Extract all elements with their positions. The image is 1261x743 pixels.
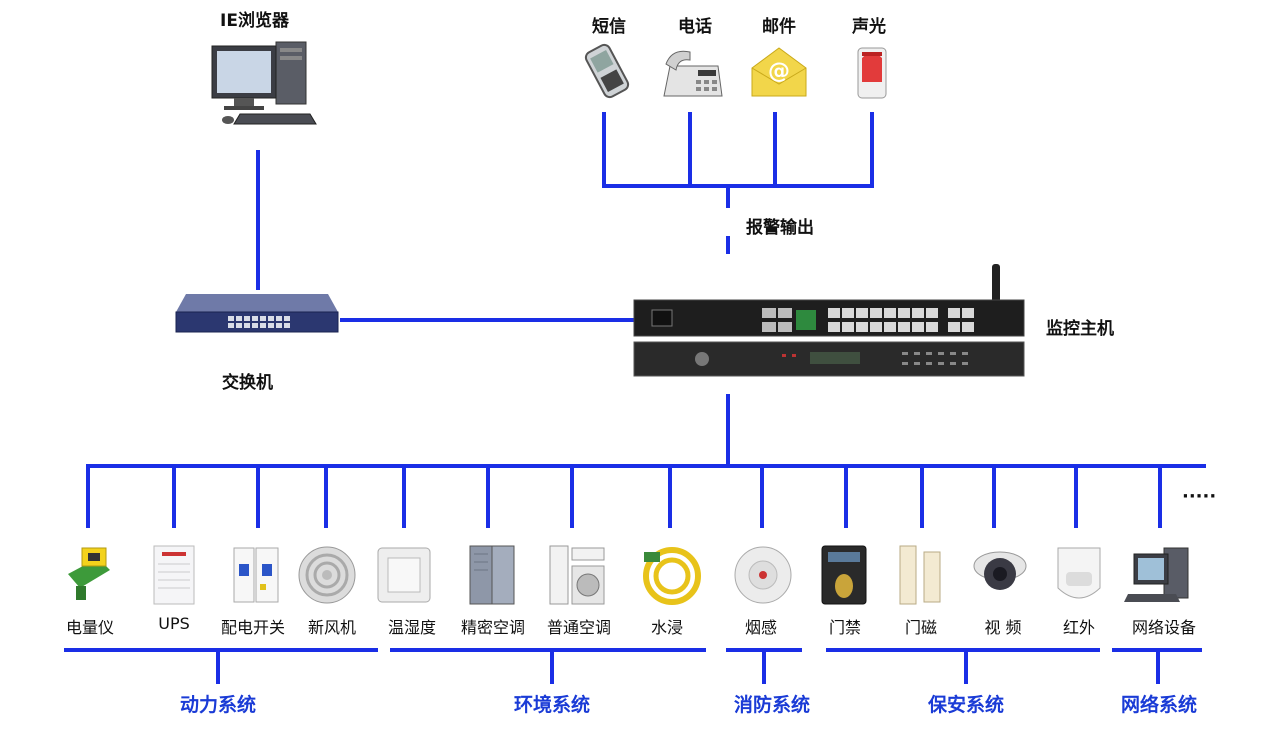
network-switch-icon — [175, 294, 339, 333]
more-devices-ellipsis: ····· — [1182, 486, 1217, 507]
alarm-channel-phone-label: 电话 — [678, 17, 712, 37]
svg-text:@: @ — [768, 59, 790, 84]
power-meter-icon — [68, 547, 110, 600]
device-label-smoke: 烟感 — [744, 618, 777, 637]
ups-icon — [153, 545, 195, 605]
group-label-network: 网络系统 — [1120, 694, 1197, 716]
device-label-circuit-breaker: 配电开关 — [220, 618, 285, 637]
telephone-icon — [663, 50, 723, 97]
water-leak-cable-icon — [643, 547, 701, 605]
group-label-power: 动力系统 — [179, 694, 256, 716]
humidity-sensor-icon — [377, 547, 431, 603]
device-label-door-magnet: 门磁 — [904, 618, 937, 637]
device-label-ups: UPS — [158, 614, 190, 633]
host-label: 监控主机 — [1046, 319, 1114, 339]
camera-icon — [973, 551, 1027, 590]
alarm-channel-sms-label: 短信 — [592, 17, 626, 37]
device-label-power-meter: 电量仪 — [65, 618, 114, 637]
device-label-camera: 视 频 — [984, 618, 1022, 637]
device-label-ordinary-ac: 普通空调 — [546, 618, 611, 637]
smoke-detector-icon — [734, 546, 792, 604]
switch-label: 交换机 — [222, 373, 273, 393]
device-label-fresh-air-fan: 新风机 — [307, 618, 356, 637]
access-control-icon — [821, 545, 867, 605]
desktop-computer-icon — [211, 41, 317, 125]
infrared-sensor-icon — [1057, 547, 1101, 599]
ordinary-ac-icon — [549, 545, 605, 605]
device-label-infrared: 红外 — [1062, 618, 1095, 637]
monitoring-host-icon — [633, 264, 1025, 377]
fresh-air-fan-icon — [298, 546, 356, 604]
alarm-output-label: 报警输出 — [746, 218, 814, 238]
precision-ac-icon — [469, 545, 515, 605]
alarm-channel-siren-label: 声光 — [852, 17, 886, 37]
network-device-icon — [1124, 547, 1189, 602]
group-label-fire: 消防系统 — [733, 694, 810, 716]
alarm-channel-email-label: 邮件 — [762, 17, 796, 37]
email-icon: @ — [751, 47, 807, 97]
group-label-environment: 环境系统 — [513, 694, 590, 716]
group-label-security: 保安系统 — [927, 694, 1004, 716]
browser-label: IE浏览器 — [220, 11, 289, 31]
device-label-network-device: 网络设备 — [1131, 618, 1196, 637]
device-label-precision-ac: 精密空调 — [460, 618, 525, 637]
door-magnet-icon — [899, 545, 941, 605]
siren-icon — [857, 47, 887, 99]
device-label-access-control: 门禁 — [828, 618, 861, 637]
mobile-phone-icon — [584, 43, 630, 99]
device-label-water-leak: 水浸 — [650, 618, 683, 637]
circuit-breaker-icon — [233, 547, 279, 603]
device-label-humidity: 温湿度 — [387, 618, 436, 637]
